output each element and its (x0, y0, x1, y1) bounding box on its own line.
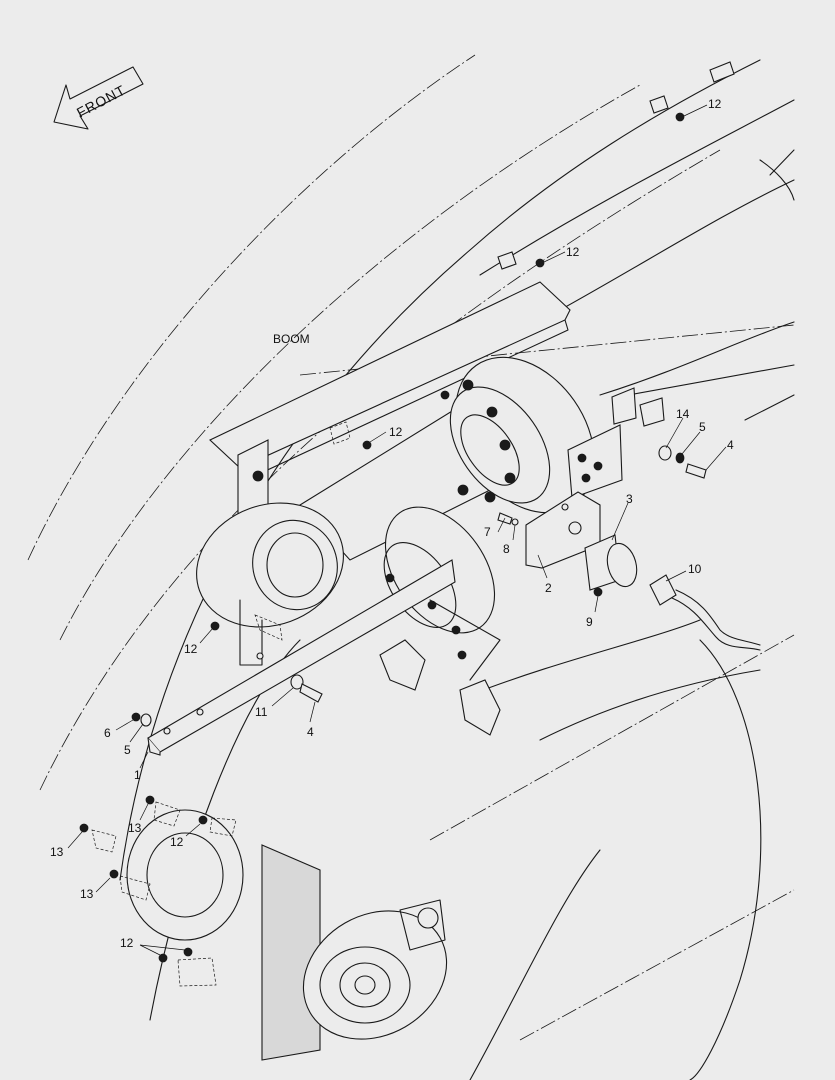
boom-head-blocks (379, 639, 501, 736)
callout-4: 4 (727, 438, 734, 452)
callout-8: 8 (503, 542, 510, 556)
callout-5: 5 (124, 743, 131, 757)
callout-12: 12 (184, 642, 198, 656)
arm-cylinder (299, 356, 595, 561)
callout-12: 12 (120, 936, 134, 950)
boom-foot-pin (126, 809, 448, 1061)
callout-13: 13 (50, 845, 64, 859)
callout-6: 6 (104, 726, 111, 740)
part-3-proximity-sensor-housing (584, 534, 638, 591)
part-10-sensor-plug-cable (649, 574, 761, 651)
callout-12: 12 (708, 97, 722, 111)
part-1-angle-bracket (147, 559, 456, 756)
callout-14: 14 (676, 407, 690, 421)
callout-7: 7 (484, 525, 491, 539)
boom-label: BOOM (273, 332, 310, 346)
callout-2: 2 (545, 581, 552, 595)
callout-11: 11 (255, 705, 268, 719)
callout-13: 13 (80, 887, 94, 901)
callout-12: 12 (389, 425, 403, 439)
callout-4: 4 (307, 725, 314, 739)
callout-3: 3 (626, 492, 633, 506)
cylinder-eye-bracket (196, 439, 344, 666)
fasteners (79, 61, 735, 987)
callout-9: 9 (586, 615, 593, 629)
callout-5: 5 (699, 420, 706, 434)
callout-1: 1 (134, 768, 141, 782)
callout-12: 12 (170, 835, 184, 849)
front-arrow-label: FRONT (74, 82, 129, 121)
front-direction-arrow: FRONT (53, 66, 144, 130)
leader-lines (67, 104, 727, 956)
labels: BOOM 12 12 12 14 5 4 3 7 8 2 9 10 12 11 … (50, 97, 734, 950)
callout-10: 10 (688, 562, 702, 576)
part-14-mount-plate (567, 387, 665, 499)
callout-12: 12 (566, 245, 580, 259)
callout-13: 13 (128, 821, 142, 835)
